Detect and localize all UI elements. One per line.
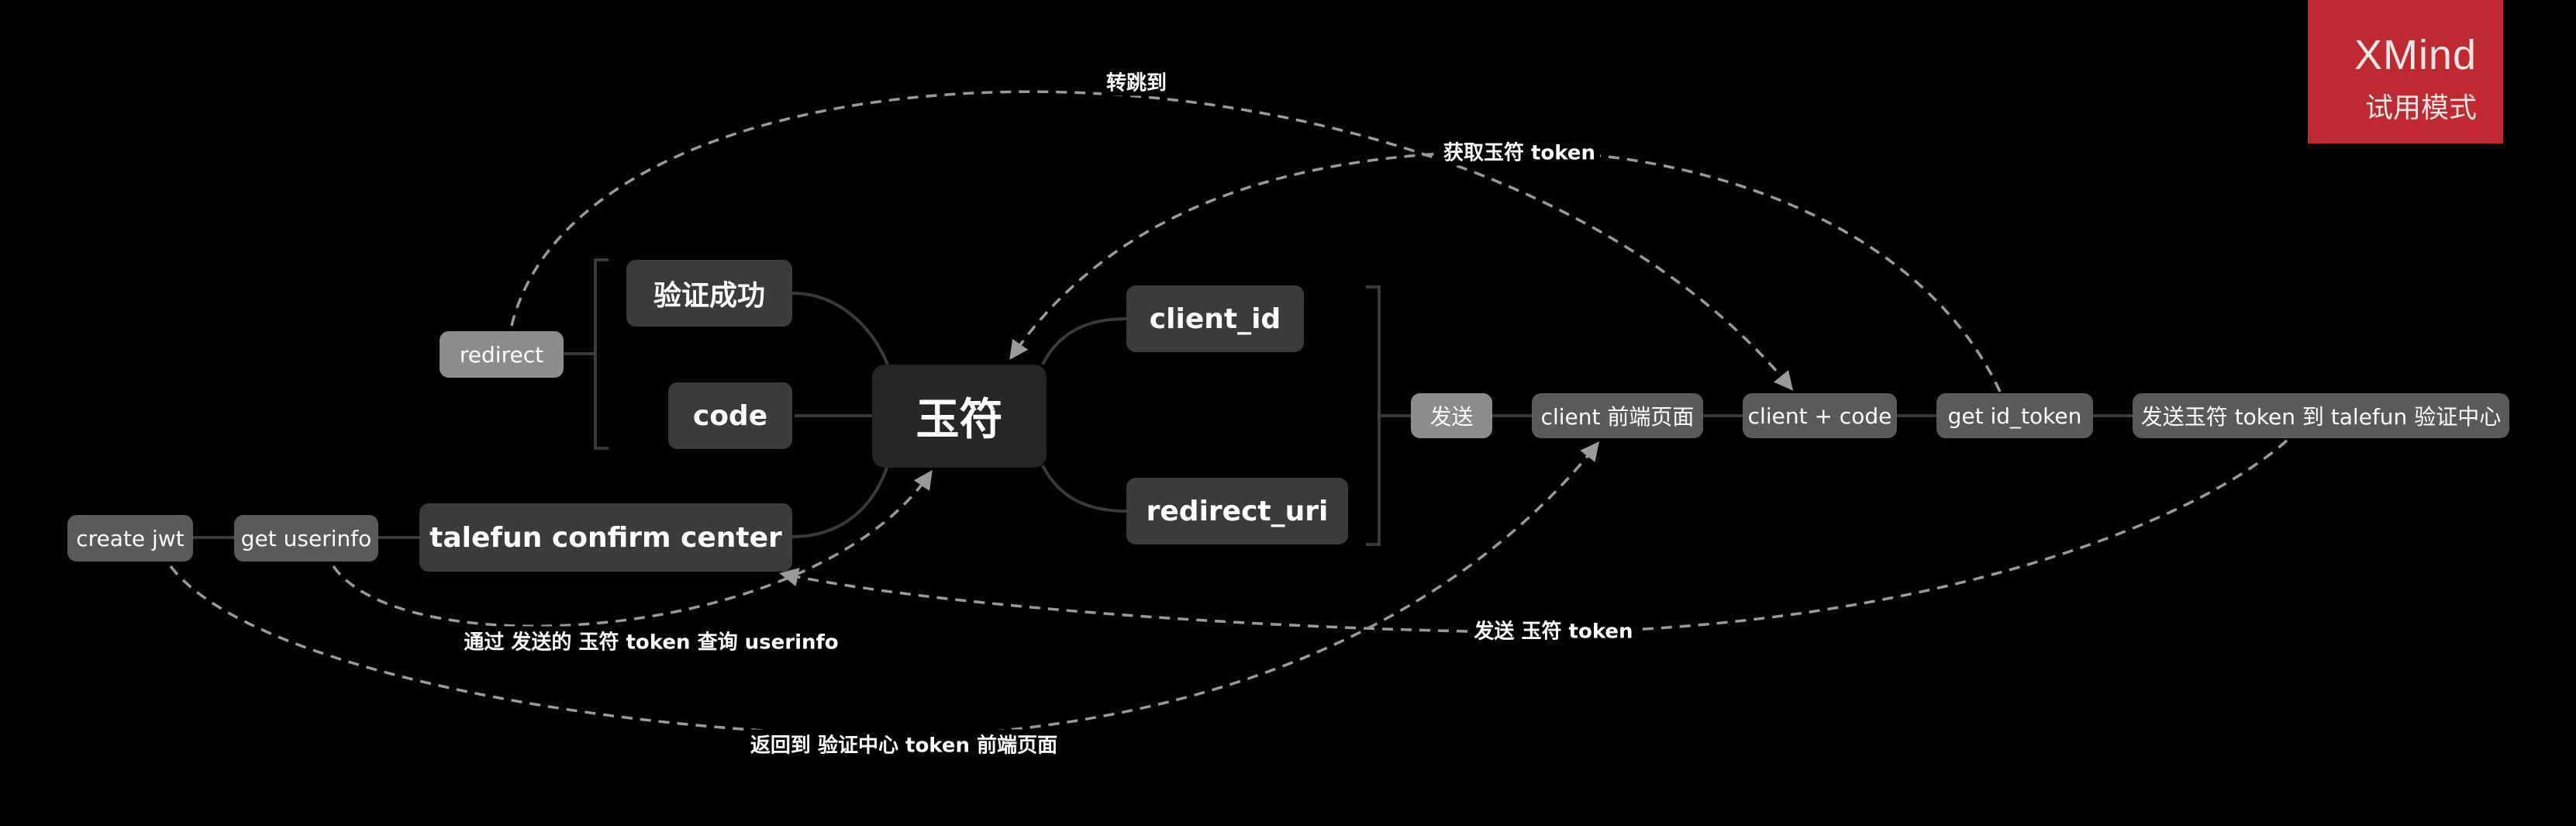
topic-client-frontend[interactable]: client 前端页面 (1532, 393, 1703, 438)
xmind-trial-badge: XMind 试用模式 (2308, 0, 2503, 143)
topic-create-jwt[interactable]: create jwt (67, 515, 193, 562)
topic-redirect-uri[interactable]: redirect_uri (1126, 478, 1348, 544)
relation-send-token (779, 439, 2288, 634)
relation-query-userinfo (332, 469, 933, 628)
relation-label-return-to: 返回到 验证中心 token 前端页面 (745, 729, 1063, 759)
topic-client-id[interactable]: client_id (1126, 285, 1304, 352)
topic-confirm-center[interactable]: talefun confirm center (419, 503, 792, 572)
relation-label-send-token: 发送 玉符 token (1469, 615, 1638, 645)
relation-return-to (169, 441, 1600, 737)
bracket-right (1366, 285, 1411, 546)
topic-get-id-token[interactable]: get id_token (1936, 393, 2093, 438)
relation-label-query-userinfo: 通过 发送的 玉符 token 查询 userinfo (459, 626, 843, 655)
xmind-logo-text: XMind (2354, 32, 2477, 78)
topic-code[interactable]: code (668, 382, 792, 449)
topic-redirect[interactable]: redirect (440, 331, 564, 378)
branch-success (791, 292, 889, 365)
central-topic[interactable]: 玉符 (872, 365, 1047, 468)
trial-mode-text: 试用模式 (2364, 92, 2477, 124)
relation-label-get-token: 获取玉符 token (1438, 137, 1601, 166)
topic-send-token-center[interactable]: 发送玉符 token 到 talefun 验证中心 (2133, 393, 2509, 438)
topic-send[interactable]: 发送 (1411, 393, 1492, 438)
bracket-left (564, 258, 609, 450)
topic-client-code[interactable]: client + code (1743, 393, 1897, 438)
topic-get-userinfo[interactable]: get userinfo (234, 515, 378, 562)
branch-client-id (1041, 317, 1127, 365)
branch-redirect-uri (1041, 465, 1127, 513)
relation-jump-to (510, 90, 1794, 391)
relation-get-token (1009, 150, 2002, 392)
relation-label-jump-to: 转跳到 (1101, 67, 1172, 96)
topic-success[interactable]: 验证成功 (626, 260, 792, 327)
branch-confirm (791, 465, 889, 538)
